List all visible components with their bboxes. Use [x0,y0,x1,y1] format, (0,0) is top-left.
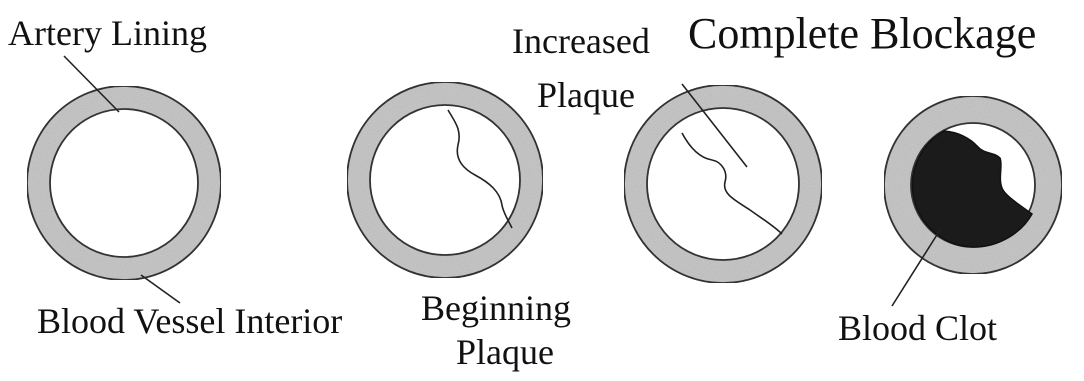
label-artery-lining: Artery Lining [8,13,207,53]
vessel-interior [647,108,799,260]
label-blood-clot: Blood Clot [838,308,997,348]
artery-complete-blockage [884,96,1062,274]
label-increased-plaque-line1: Increased [512,21,650,61]
label-increased-plaque-line2: Plaque [537,75,635,115]
leader-blood-vessel-interior [141,275,180,303]
label-blood-vessel-interior: Blood Vessel Interior [37,301,342,341]
artery-healthy [27,86,221,280]
artery-beginning-plaque [347,82,543,278]
label-beginning-plaque-line2: Plaque [456,332,554,372]
label-complete-blockage: Complete Blockage [688,9,1036,58]
vessel-interior [370,105,520,255]
artery-increased-plaque [624,85,822,283]
vessel-interior [50,109,198,257]
label-beginning-plaque-line1: Beginning [421,288,571,328]
